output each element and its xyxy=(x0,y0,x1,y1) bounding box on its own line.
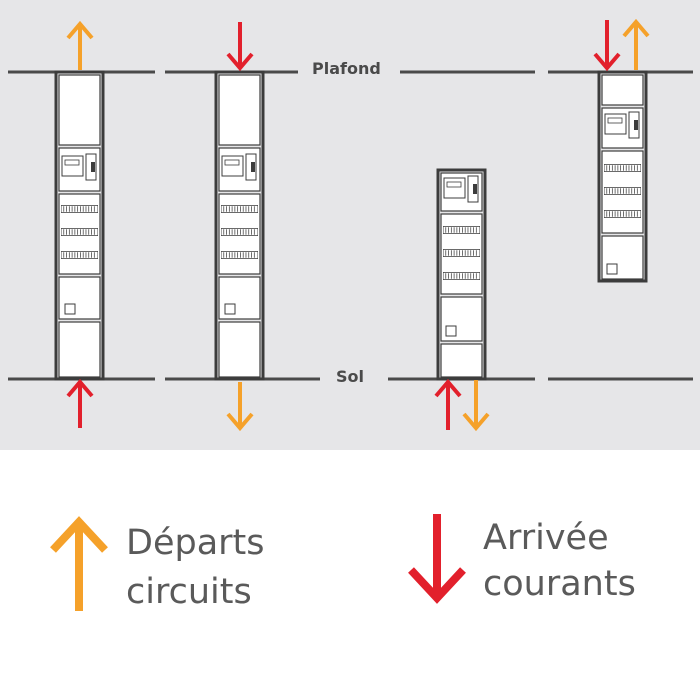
arrow-down-icon xyxy=(462,380,490,432)
legend-departures-line2: circuits xyxy=(126,572,252,612)
arrow-up-icon xyxy=(434,378,462,430)
arrow-up-icon xyxy=(66,20,94,70)
ceiling-label: Plafond xyxy=(312,59,381,78)
arrow-up-icon xyxy=(622,18,650,70)
arrow-down-icon xyxy=(408,514,466,604)
arrow-up-icon xyxy=(50,516,108,611)
arrow-down-icon xyxy=(226,382,254,432)
cabinet-2 xyxy=(214,70,265,381)
diagram-background xyxy=(0,0,700,450)
arrow-down-icon xyxy=(593,20,621,72)
legend-arrivals-line1: Arrivée xyxy=(483,518,609,558)
arrow-up-icon xyxy=(66,378,94,428)
legend-arrivals: Arrivée courants xyxy=(408,514,636,604)
legend-departures-line1: Départs xyxy=(126,523,265,563)
legend-arrivals-line2: courants xyxy=(483,564,636,604)
cabinet-4 xyxy=(597,70,648,283)
cabinet-3 xyxy=(436,168,487,381)
legend-background xyxy=(0,450,700,700)
arrow-down-icon xyxy=(226,22,254,72)
floor-label: Sol xyxy=(336,367,364,386)
cabinet-1 xyxy=(54,70,105,381)
legend-departures: Départs circuits xyxy=(50,516,265,612)
